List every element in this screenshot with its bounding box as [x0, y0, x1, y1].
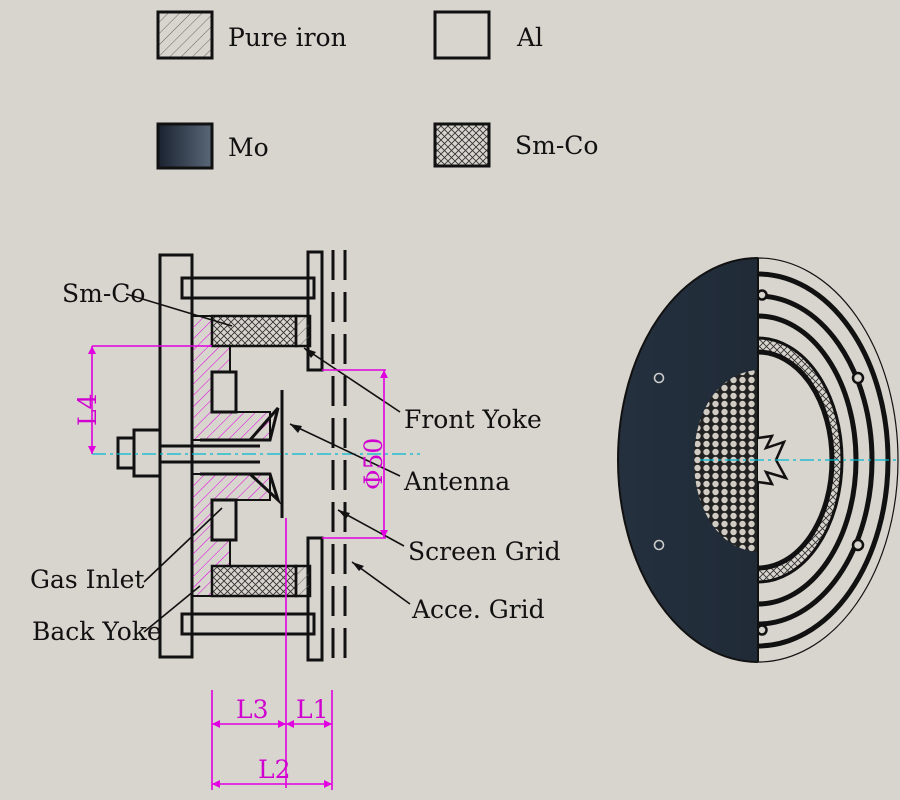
- legend-smco: Sm-Co: [433, 122, 598, 168]
- bolt-hole: [758, 624, 768, 636]
- top-rod: [180, 276, 316, 300]
- mo-disk-half: [617, 257, 758, 663]
- front-view: [617, 257, 900, 663]
- bolt-hole: [851, 538, 865, 552]
- gas-inlet-nut: [116, 436, 136, 470]
- smco-swatch: [433, 122, 491, 168]
- smco-magnet-top: [210, 314, 298, 348]
- bracket-top: [210, 370, 238, 414]
- mo-swatch: [156, 122, 214, 170]
- al-label: Al: [516, 23, 543, 52]
- bolt-hole: [653, 372, 665, 384]
- front-yoke-bottom: [294, 564, 312, 598]
- mo-label: Mo: [228, 133, 269, 162]
- dim-l3: L3: [236, 695, 269, 724]
- label-screen-grid: Screen Grid: [408, 537, 561, 566]
- label-gas-inlet: Gas Inlet: [30, 565, 144, 594]
- dim-l1: L1: [296, 695, 329, 724]
- bolt-hole: [758, 289, 768, 301]
- labels: Sm-Co Front Yoke Antenna Screen Grid Acc…: [30, 279, 561, 646]
- dim-l2: L2: [258, 755, 291, 784]
- bracket-bottom: [210, 498, 238, 542]
- label-acce-grid: Acce. Grid: [411, 595, 545, 624]
- pure-iron-label: Pure iron: [228, 23, 347, 52]
- legend: Pure iron Al Mo Sm-Co: [156, 10, 598, 170]
- label-front-yoke: Front Yoke: [404, 405, 542, 434]
- antenna-cone-top: [200, 407, 280, 442]
- bottom-rod: [180, 612, 316, 636]
- pure-iron-swatch: [156, 10, 214, 60]
- front-yoke-top: [294, 314, 312, 348]
- legend-mo: Mo: [156, 122, 269, 170]
- dim-l4: L4: [73, 393, 102, 426]
- legend-pure-iron: Pure iron: [156, 10, 347, 60]
- legend-al: Al: [433, 10, 543, 60]
- al-swatch: [433, 10, 491, 60]
- label-antenna: Antenna: [403, 467, 510, 496]
- grid-dashes: [331, 250, 347, 665]
- antenna-cone-bottom: [200, 472, 282, 505]
- dim-diameter: Φ50: [359, 438, 388, 490]
- front-flange-top: [306, 250, 324, 372]
- label-back-yoke: Back Yoke: [32, 617, 162, 646]
- dimensions: L4 Φ50 L3 L1 L2: [73, 345, 388, 790]
- label-smco: Sm-Co: [62, 279, 145, 308]
- bolt-hole: [653, 539, 665, 551]
- bolt-hole: [851, 371, 865, 385]
- smco-magnet-bottom: [210, 564, 298, 598]
- smco-label: Sm-Co: [515, 131, 598, 160]
- front-flange-bottom: [306, 536, 324, 662]
- gas-inlet-body: [132, 428, 162, 478]
- cross-section: [92, 250, 420, 665]
- leader-lines: [125, 293, 411, 633]
